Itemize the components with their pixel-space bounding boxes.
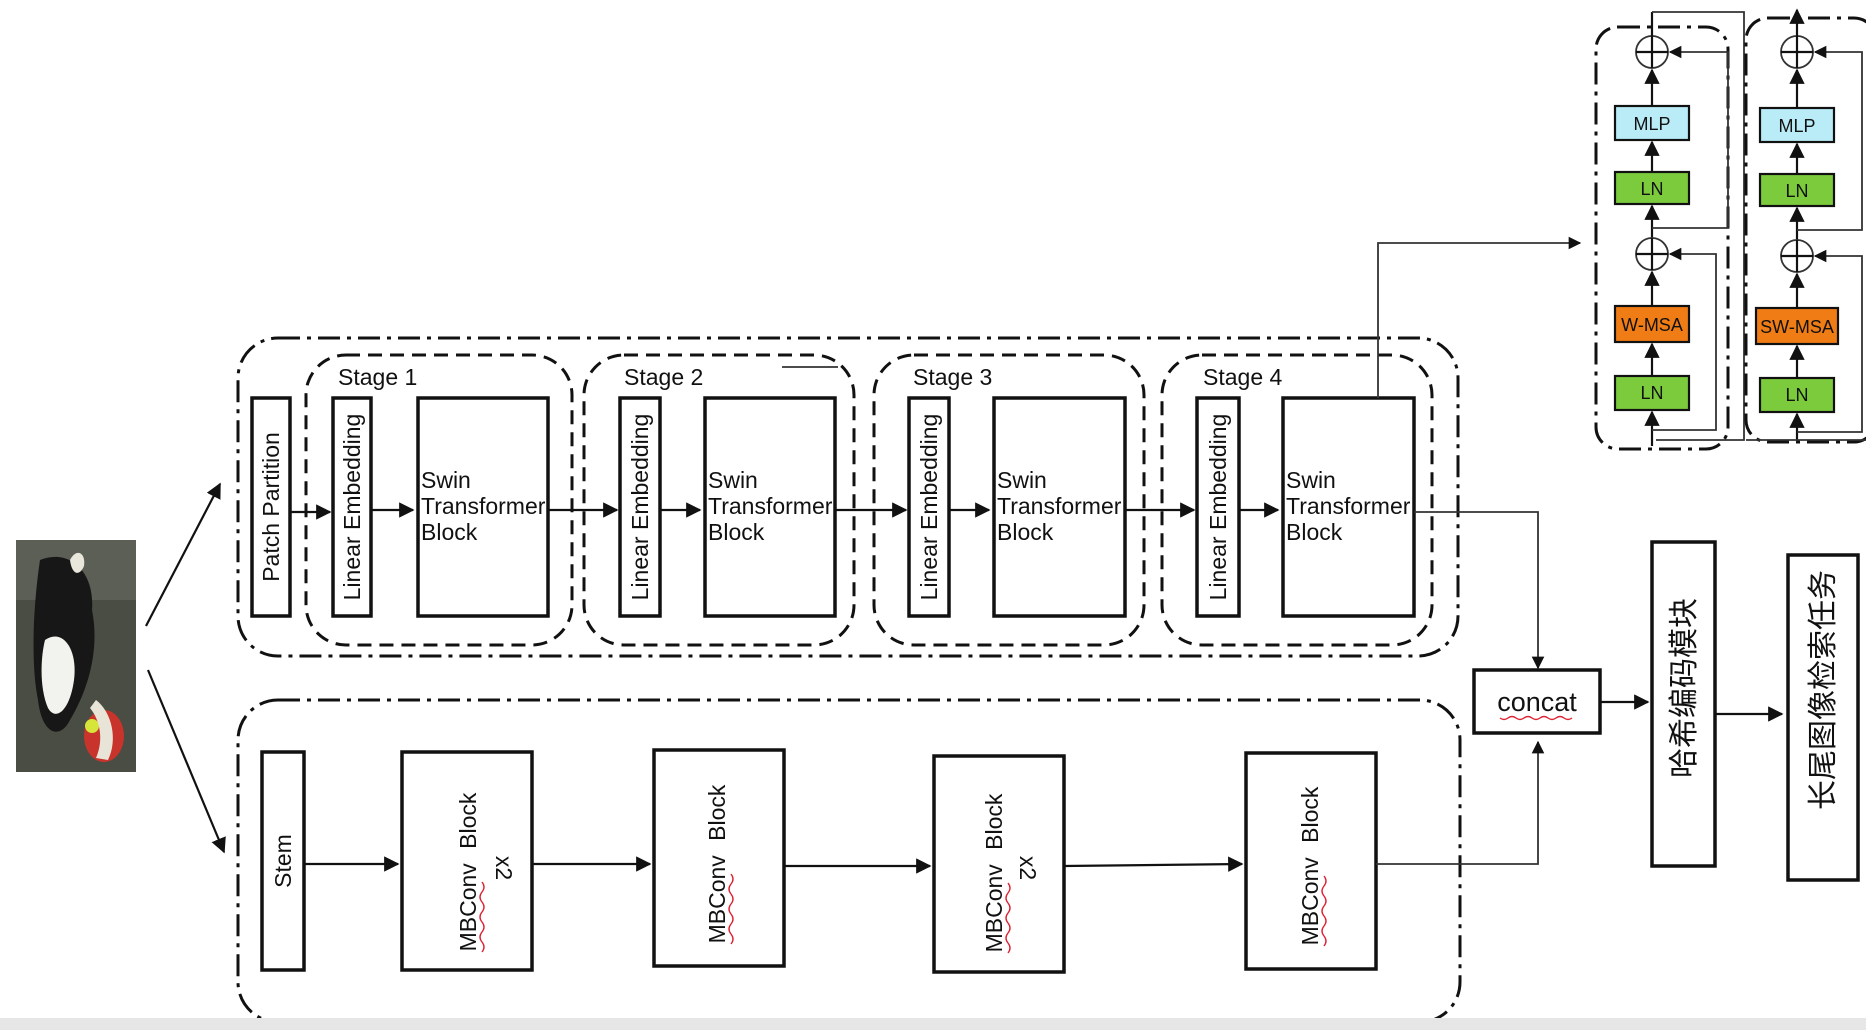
ln-block: [1758, 376, 1836, 414]
input-dog-image: [16, 540, 136, 772]
mbconv-word: Block: [455, 792, 481, 849]
mbconv-name: MBConv: [455, 863, 481, 952]
svg-text:MBConv Block: MBConv Block: [455, 792, 481, 951]
patch-partition-block: Patch Partition: [250, 396, 292, 618]
mbconv-name: MBConv: [704, 855, 730, 944]
ln-block: [1613, 374, 1691, 412]
sw-msa-block: [1754, 306, 1840, 346]
w-msa-label: W-MSA: [1621, 315, 1683, 335]
svg-text:MBConv Block: MBConv Block: [704, 784, 730, 943]
linear-embedding-label: Linear Embedding: [627, 414, 653, 601]
stem-label: Stem: [270, 834, 296, 888]
concat-label: concat: [1497, 687, 1577, 717]
mbconv-block-1: MBConv Block x2: [400, 750, 534, 972]
stage-1: Stage 1 Linear Embedding Swin Transforme…: [304, 353, 574, 647]
concat-block: concat: [1472, 668, 1602, 735]
swin-block-line-3: Block: [421, 519, 478, 545]
mbconv-block-4: MBConv Block: [1244, 751, 1378, 971]
hash-module-label: 哈希编码模块: [1668, 598, 1701, 778]
task-label: 长尾图像检索任务: [1807, 570, 1840, 810]
bottom-scrollbar: [0, 1018, 1866, 1030]
mlp-label: MLP: [1633, 114, 1670, 134]
svg-text:MBConv Block: MBConv Block: [1297, 786, 1323, 945]
stem-block: Stem: [260, 750, 306, 972]
mlp-block: [1613, 104, 1691, 142]
svg-text:MBConv Block: MBConv Block: [981, 793, 1007, 952]
mbconv-repeat: x2: [1015, 856, 1041, 880]
stage-4: Stage 4 Linear Embedding Swin Transforme…: [1160, 353, 1434, 647]
mbconv-word: Block: [704, 784, 730, 841]
ln-block: [1613, 170, 1691, 206]
mbconv-name: MBConv: [1297, 857, 1323, 946]
hash-module-block: 哈希编码模块: [1650, 540, 1717, 868]
mbconv-block-2: MBConv Block: [652, 748, 786, 968]
long-tail-retrieval-task-block: 长尾图像检索任务: [1786, 553, 1860, 882]
swin-branch-frame: [236, 336, 1460, 658]
stage-2-title: Stage 2: [624, 364, 703, 390]
swin-block-line-2: Transformer: [421, 493, 546, 519]
mbconv-word: Block: [981, 793, 1007, 850]
swin-block-line-2: Transformer: [1286, 493, 1411, 519]
ln-label: LN: [1640, 383, 1663, 403]
swin-block-line-3: Block: [708, 519, 765, 545]
patch-partition-label: Patch Partition: [258, 432, 284, 582]
linear-embedding-label: Linear Embedding: [339, 414, 365, 601]
swin-block-line-3: Block: [997, 519, 1054, 545]
swin-block-line-2: Transformer: [997, 493, 1122, 519]
sw-msa-label: SW-MSA: [1760, 317, 1834, 337]
swin-block-detail-2: MLP LN SW-MSA LN: [1744, 8, 1866, 444]
mbconv-block-3: MBConv Block x2: [932, 754, 1066, 974]
mlp-label: MLP: [1778, 116, 1815, 136]
linear-embedding-label: Linear Embedding: [916, 414, 942, 601]
mbconv-repeat: x2: [491, 856, 517, 880]
stage-1-title: Stage 1: [338, 364, 417, 390]
ln-label: LN: [1785, 385, 1808, 405]
swin-block-line-3: Block: [1286, 519, 1343, 545]
w-msa-block: [1613, 304, 1691, 344]
swin-block-line-1: Swin: [997, 467, 1047, 493]
stage-3-title: Stage 3: [913, 364, 992, 390]
swin-block-line-1: Swin: [1286, 467, 1336, 493]
swin-block-line-1: Swin: [421, 467, 471, 493]
swin-block-line-1: Swin: [708, 467, 758, 493]
mbconv-word: Block: [1297, 786, 1323, 843]
mlp-block: [1758, 106, 1836, 144]
stage-3: Stage 3 Linear Embedding Swin Transforme…: [872, 353, 1146, 647]
mbconv-name: MBConv: [981, 864, 1007, 953]
linear-embedding-label: Linear Embedding: [1205, 414, 1231, 601]
swin-block-line-2: Transformer: [708, 493, 833, 519]
stage-2: Stage 2 Linear Embedding Swin Transforme…: [582, 353, 856, 647]
ln-label: LN: [1785, 181, 1808, 201]
stage-4-title: Stage 4: [1203, 364, 1282, 390]
swin-block-detail-1: MLP LN W-MSA LN: [1594, 11, 1745, 451]
ln-block: [1758, 172, 1836, 208]
ln-label: LN: [1640, 179, 1663, 199]
